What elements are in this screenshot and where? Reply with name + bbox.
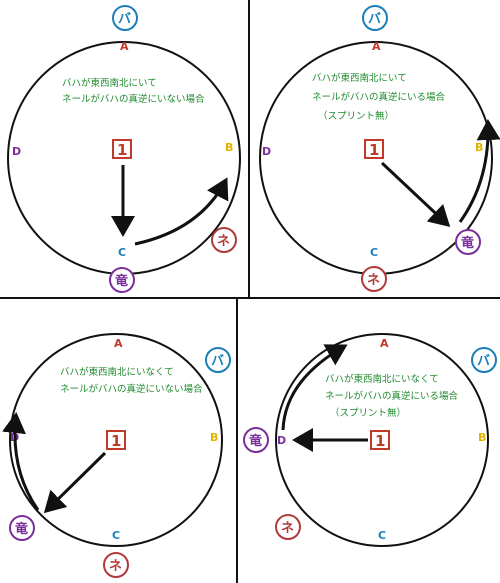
note-line-1: バハが東西南北にいて xyxy=(312,72,407,84)
ba-token: バ xyxy=(471,347,497,373)
move-arrow-curve xyxy=(458,119,500,223)
move-arrow-curve xyxy=(2,412,40,511)
svg-text:バ: バ xyxy=(477,354,490,369)
ba-token: バ xyxy=(205,347,231,373)
note-line-2: ネールがバハの真逆にいる場合 xyxy=(325,390,459,402)
note-line-1: バハが東西南北にいなくて xyxy=(325,373,439,385)
svg-text:ネ: ネ xyxy=(109,559,122,574)
marker-number: 1 xyxy=(111,432,121,450)
marker-number: 1 xyxy=(369,141,379,159)
panel-4: バハが東西南北にいなくて ネールがバハの真逆にいる場合 （スプリント無） A B… xyxy=(243,333,497,547)
note-line-3: （スプリント無） xyxy=(330,407,406,419)
marker-number: 1 xyxy=(117,141,127,159)
point-A: A xyxy=(114,337,123,350)
point-C: C xyxy=(112,529,120,542)
marker-number: 1 xyxy=(375,432,385,450)
ne-token: ネ xyxy=(361,266,387,292)
arena-circle xyxy=(275,333,489,547)
svg-text:バ: バ xyxy=(368,12,381,27)
svg-text:ネ: ネ xyxy=(217,234,230,249)
point-D: D xyxy=(12,145,21,158)
move-arrow-curve xyxy=(281,344,348,431)
point-D: D xyxy=(277,434,286,447)
ryu-token: 竜 xyxy=(109,267,135,293)
svg-text:竜: 竜 xyxy=(461,235,474,251)
svg-text:竜: 竜 xyxy=(115,273,128,289)
svg-text:バ: バ xyxy=(211,354,224,369)
ryu-token: 竜 xyxy=(243,427,269,453)
panel-3: バハが東西南北にいなくて ネールがバハの真逆にいない場合 A B C D 1 バ… xyxy=(2,333,231,578)
move-arrow-diagonal xyxy=(380,161,451,228)
point-D: D xyxy=(262,145,271,158)
ne-token: ネ xyxy=(103,552,129,578)
ba-token: バ xyxy=(362,5,388,31)
point-B: B xyxy=(210,431,218,444)
marker-box xyxy=(364,139,384,159)
svg-text:竜: 竜 xyxy=(249,433,262,449)
panel-1: バハが東西南北にいて ネールがバハの真逆にいない場合 A B C D 1 バ ネ… xyxy=(7,5,241,293)
ba-token: バ xyxy=(112,5,138,31)
point-B: B xyxy=(475,141,483,154)
point-A: A xyxy=(372,40,381,53)
marker-box xyxy=(106,430,126,450)
marker-box xyxy=(112,139,132,159)
svg-text:ネ: ネ xyxy=(367,273,380,288)
point-A: A xyxy=(120,40,129,53)
arena-circle xyxy=(9,333,223,547)
ryu-token: 竜 xyxy=(9,515,35,541)
point-C: C xyxy=(118,246,126,259)
move-arrow-curve xyxy=(134,177,229,246)
note-line-2: ネールがバハの真逆にいない場合 xyxy=(62,93,205,105)
point-B: B xyxy=(225,141,233,154)
point-C: C xyxy=(370,246,378,259)
panel-2: バハが東西南北にいて ネールがバハの真逆にいる場合 （スプリント無） A B C… xyxy=(259,5,500,292)
svg-text:バ: バ xyxy=(118,12,131,27)
ne-token: ネ xyxy=(275,514,301,540)
point-A: A xyxy=(380,337,389,350)
point-B: B xyxy=(478,431,486,444)
ryu-token: 竜 xyxy=(455,229,481,255)
point-C: C xyxy=(378,529,386,542)
note-line-2: ネールがバハの真逆にいない場合 xyxy=(60,383,203,395)
svg-text:竜: 竜 xyxy=(15,521,28,537)
svg-text:ネ: ネ xyxy=(281,521,294,536)
marker-box xyxy=(370,430,390,450)
ne-token: ネ xyxy=(211,227,237,253)
move-arrow-diagonal xyxy=(43,451,107,514)
note-line-1: バハが東西南北にいなくて xyxy=(60,366,174,378)
note-line-2: ネールがバハの真逆にいる場合 xyxy=(312,91,446,103)
note-line-3: （スプリント無） xyxy=(318,110,394,122)
note-line-1: バハが東西南北にいて xyxy=(62,77,157,89)
